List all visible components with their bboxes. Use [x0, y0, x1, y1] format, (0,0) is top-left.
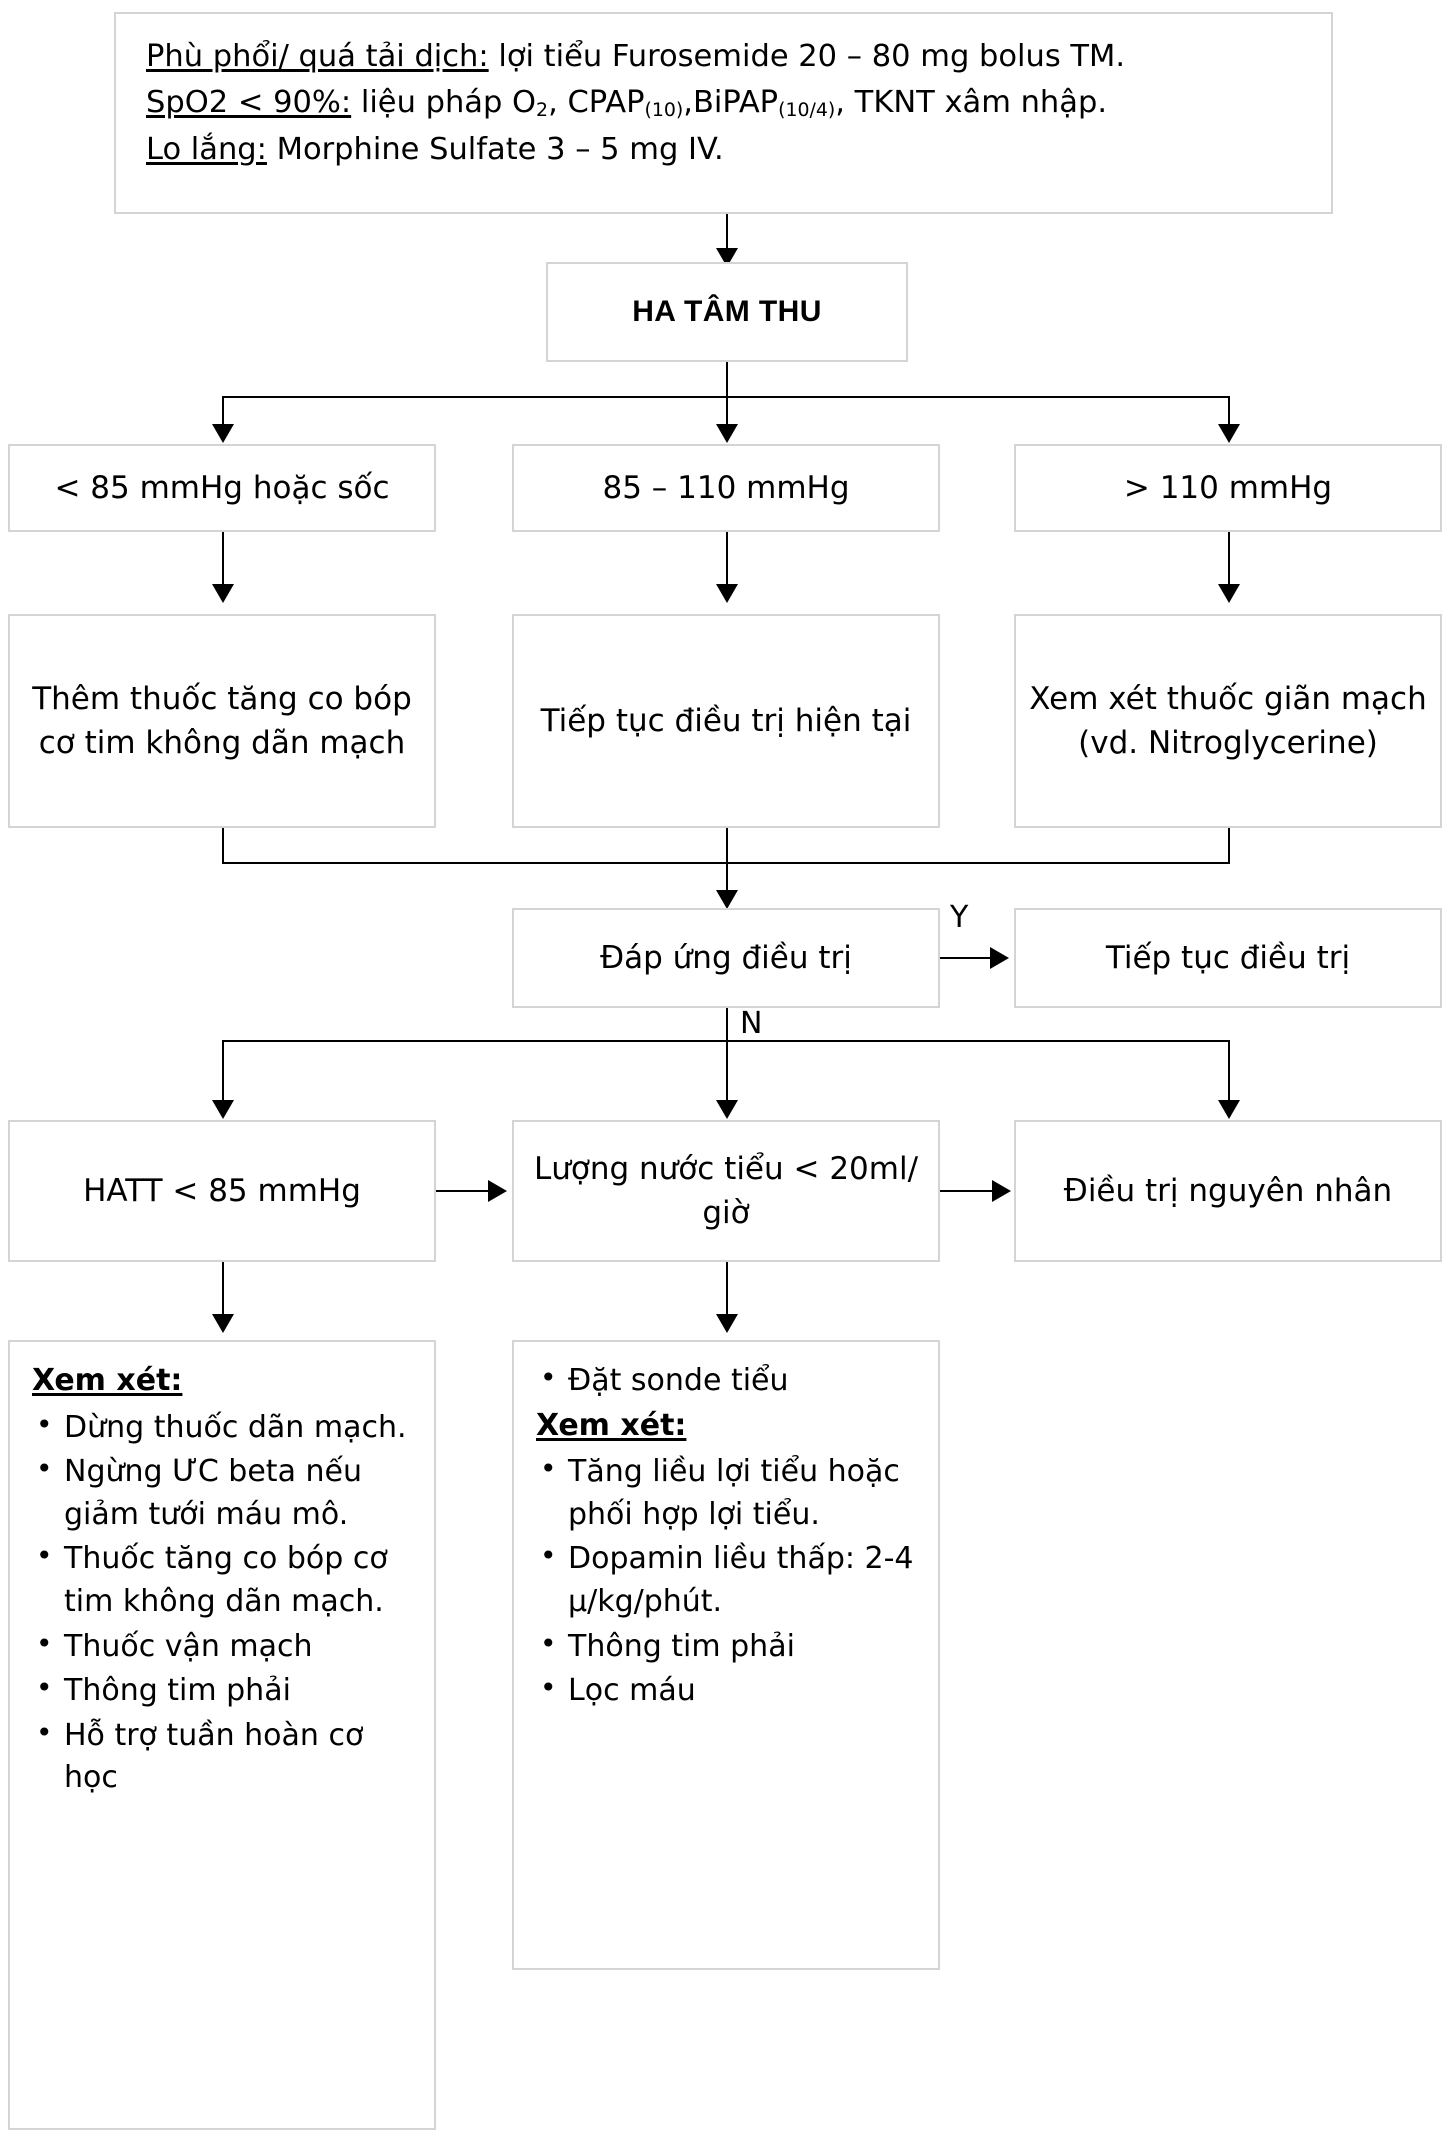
list-item: Thuốc tăng co bóp cơ tim không dãn mạch.	[30, 1536, 418, 1623]
top-info-line-3: Lo lắng: Morphine Sulfate 3 – 5 mg IV.	[146, 127, 1305, 173]
connector-treatlow-down	[222, 828, 225, 864]
top-info-line-2: SpO2 < 90%: liệu pháp O2, CPAP(10),BiPAP…	[146, 80, 1305, 126]
arrow-hatt-to-urine	[488, 1180, 507, 1202]
connector-low-to-treatment	[222, 532, 225, 596]
list-item: Thuốc vận mạch	[30, 1624, 418, 1669]
arrow-urine-down	[716, 1314, 738, 1333]
top-info-bipap-subscript: (10/4)	[778, 99, 836, 122]
list-item: Thông tim phải	[534, 1624, 922, 1669]
arrow-no-left	[212, 1100, 234, 1119]
connector-urine-down	[726, 1262, 729, 1326]
connector-high-to-treatment	[1228, 532, 1231, 596]
top-info-line-1-text: lợi tiểu Furosemide 20 – 80 mg bolus TM.	[488, 39, 1126, 74]
list-item: Dopamin liều thấp: 2-4 µ/kg/phút.	[534, 1536, 922, 1623]
connector-hatt-to-urine	[436, 1190, 492, 1193]
detail-middle-heading: Xem xét:	[536, 1407, 687, 1443]
arrow-hatt-down	[212, 1314, 234, 1333]
treatment-low: Thêm thuốc tăng co bóp cơ tim không dãn …	[8, 614, 436, 828]
root-node-ha-tam-thu: HA TÂM THU	[546, 262, 908, 362]
top-info-line-2-label: SpO2 < 90%:	[146, 85, 352, 121]
top-info-line-3-text: Morphine Sulfate 3 – 5 mg IV.	[266, 131, 724, 167]
arrow-low-to-treatment	[212, 584, 234, 603]
list-item: Thông tim phải	[30, 1668, 418, 1713]
arrow-merge-to-decision	[716, 890, 738, 909]
detail-box-left: Xem xét: Dừng thuốc dãn mạch. Ngừng ƯC b…	[8, 1340, 436, 2130]
arrow-split-mid	[716, 424, 738, 443]
second-row-urine: Lượng nước tiểu < 20ml/ giờ	[512, 1120, 940, 1262]
list-item: Lọc máu	[534, 1668, 922, 1713]
arrow-split-left	[212, 424, 234, 443]
connector-no-mid	[726, 1040, 729, 1116]
connector-hatt-down	[222, 1262, 225, 1326]
bp-branch-high: > 110 mmHg	[1014, 444, 1442, 532]
arrow-high-to-treatment	[1218, 584, 1240, 603]
top-info-line-1-label: Phù phổi/ quá tải dịch:	[146, 39, 489, 74]
connector-split-left	[222, 396, 225, 432]
list-item: Ngừng ƯC beta nếu giảm tưới máu mô.	[30, 1449, 418, 1536]
connector-topinfo-to-root	[726, 214, 729, 256]
top-info-line-2-text-d: , TKNT xâm nhập.	[835, 85, 1108, 121]
treatment-high: Xem xét thuốc giãn mạch (vd. Nitroglycer…	[1014, 614, 1442, 828]
detail-left-list: Dừng thuốc dãn mạch. Ngừng ƯC beta nếu g…	[30, 1405, 418, 1800]
arrow-decision-yes	[990, 947, 1009, 969]
arrow-no-right	[1218, 1100, 1240, 1119]
arrow-no-mid	[716, 1100, 738, 1119]
top-info-line-2-text-a: liệu pháp O	[351, 85, 537, 121]
bp-branch-mid: 85 – 110 mmHg	[512, 444, 940, 532]
detail-middle-list: Tăng liều lợi tiểu hoặc phối hợp lợi tiể…	[534, 1449, 922, 1713]
treatment-mid: Tiếp tục điều trị hiện tại	[512, 614, 940, 828]
connector-no-left	[222, 1040, 225, 1116]
connector-no-right	[1228, 1040, 1231, 1116]
detail-middle-first-list: Đặt sonde tiểu	[534, 1358, 922, 1403]
connector-treathigh-down	[1228, 828, 1231, 864]
top-info-cpap-subscript: (10)	[644, 99, 684, 122]
top-info-line-2-text-c: ,BiPAP	[683, 85, 779, 121]
top-info-o2-subscript: 2	[536, 99, 549, 122]
detail-box-middle: Đặt sonde tiểu Xem xét: Tăng liều lợi ti…	[512, 1340, 940, 1970]
yes-outcome-tiep-tuc-dieu-tri: Tiếp tục điều trị	[1014, 908, 1442, 1008]
arrow-mid-to-treatment	[716, 584, 738, 603]
decision-dap-ung-dieu-tri: Đáp ứng điều trị	[512, 908, 940, 1008]
connector-decision-yes	[940, 957, 994, 960]
arrow-split-right	[1218, 424, 1240, 443]
top-info-box: Phù phổi/ quá tải dịch: lợi tiểu Furosem…	[114, 12, 1333, 214]
edge-label-no: N	[740, 1006, 763, 1041]
split-bar-bp	[222, 396, 1228, 399]
bp-branch-low: < 85 mmHg hoặc sốc	[8, 444, 436, 532]
connector-urine-to-cause	[940, 1190, 996, 1193]
connector-split-mid	[726, 396, 729, 432]
arrow-urine-to-cause	[992, 1180, 1011, 1202]
top-info-line-3-label: Lo lắng:	[146, 131, 267, 167]
list-item: Tăng liều lợi tiểu hoặc phối hợp lợi tiể…	[534, 1449, 922, 1536]
connector-root-down	[726, 362, 729, 398]
list-item: Hỗ trợ tuần hoàn cơ học	[30, 1713, 418, 1800]
connector-decision-no	[726, 1008, 729, 1062]
connector-split-right	[1228, 396, 1231, 432]
list-item: Dừng thuốc dãn mạch.	[30, 1405, 418, 1450]
connector-mid-to-treatment	[726, 532, 729, 596]
second-row-cause: Điều trị nguyên nhân	[1014, 1120, 1442, 1262]
second-row-hatt: HATT < 85 mmHg	[8, 1120, 436, 1262]
top-info-line-1: Phù phổi/ quá tải dịch: lợi tiểu Furosem…	[146, 34, 1305, 80]
top-info-line-2-text-b: , CPAP	[548, 85, 645, 121]
connector-merge-to-decision	[726, 828, 729, 906]
edge-label-yes: Y	[950, 900, 969, 935]
detail-left-heading: Xem xét:	[32, 1363, 183, 1398]
list-item: Đặt sonde tiểu	[534, 1358, 922, 1403]
